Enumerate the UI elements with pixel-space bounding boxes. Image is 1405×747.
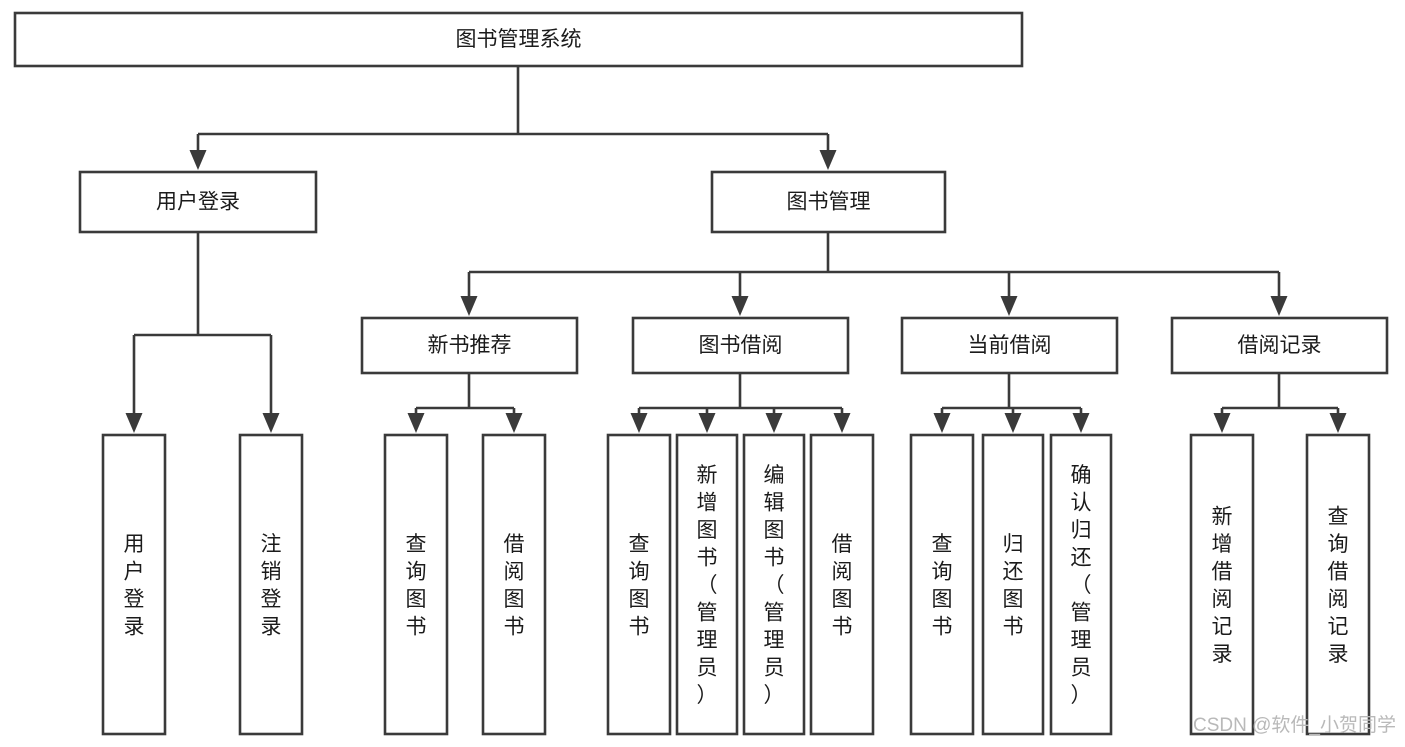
arrow-head-icon	[630, 413, 648, 433]
connector-group	[933, 373, 1090, 433]
arrow-head-icon	[819, 150, 837, 170]
node-leaf-query-borrow-record[interactable]: 查询借阅记录	[1305, 433, 1371, 736]
arrow-head-icon	[1000, 296, 1018, 316]
node-box[interactable]	[238, 433, 304, 736]
node-leaf-return-book[interactable]: 归还图书	[981, 433, 1045, 736]
node-label: 编辑图书（管理员）	[764, 464, 785, 707]
node-label: 新增图书（管理员）	[697, 464, 718, 707]
node-current-borrow[interactable]: 当前借阅	[900, 316, 1119, 375]
node-label: 新增借阅记录	[1212, 506, 1233, 667]
connector-group	[1213, 373, 1347, 433]
arrow-head-icon	[765, 413, 783, 433]
node-leaf-add-book-admin[interactable]: 新增图书（管理员）	[675, 433, 739, 736]
node-box[interactable]	[909, 433, 975, 736]
node-label: 归还图书	[1003, 533, 1024, 639]
node-layer: 图书管理系统用户登录图书管理新书推荐图书借阅当前借阅借阅记录用户登录注销登录查询…	[13, 11, 1389, 736]
node-user-login[interactable]: 用户登录	[78, 170, 318, 234]
arrow-head-icon	[1213, 413, 1231, 433]
node-box[interactable]	[101, 433, 167, 736]
node-label: 查询图书	[629, 533, 650, 639]
node-label: 图书管理	[787, 191, 871, 214]
node-leaf-user-login[interactable]: 用户登录	[101, 433, 167, 736]
node-leaf-edit-book-admin[interactable]: 编辑图书（管理员）	[742, 433, 806, 736]
node-label: 图书借阅	[699, 334, 783, 357]
connector-group	[189, 66, 837, 170]
node-label: 借阅图书	[504, 533, 525, 639]
arrow-head-icon	[698, 413, 716, 433]
node-label: 当前借阅	[968, 334, 1052, 357]
node-leaf-query-book-3[interactable]: 查询图书	[909, 433, 975, 736]
node-leaf-query-book-1[interactable]: 查询图书	[383, 433, 449, 736]
arrow-head-icon	[731, 296, 749, 316]
node-box[interactable]	[78, 170, 318, 234]
node-box[interactable]	[606, 433, 672, 736]
node-box[interactable]	[1170, 316, 1389, 375]
connector-group	[125, 232, 280, 433]
node-book-borrow[interactable]: 图书借阅	[631, 316, 850, 375]
node-root[interactable]: 图书管理系统	[13, 11, 1024, 68]
connector-group	[630, 373, 851, 433]
node-label: 查询借阅记录	[1328, 506, 1349, 667]
node-label: 查询图书	[406, 533, 427, 639]
node-box[interactable]	[742, 433, 806, 736]
node-label: 确认归还（管理员）	[1071, 464, 1092, 707]
csdn-watermark: CSDN @软件_小贺同学	[1193, 714, 1396, 736]
node-leaf-confirm-return-admin[interactable]: 确认归还（管理员）	[1049, 433, 1113, 736]
node-label: 用户登录	[156, 191, 240, 214]
node-box[interactable]	[631, 316, 850, 375]
node-label: 注销登录	[261, 533, 282, 639]
node-label: 借阅记录	[1238, 334, 1322, 357]
node-box[interactable]	[809, 433, 875, 736]
node-leaf-borrow-book-1[interactable]: 借阅图书	[481, 433, 547, 736]
arrow-head-icon	[833, 413, 851, 433]
arrow-head-icon	[1270, 296, 1288, 316]
arrow-head-icon	[1072, 413, 1090, 433]
node-label: 用户登录	[124, 533, 145, 639]
node-box[interactable]	[710, 170, 947, 234]
arrow-head-icon	[505, 413, 523, 433]
node-box[interactable]	[1049, 433, 1113, 736]
node-box[interactable]	[1189, 433, 1255, 736]
node-book-management[interactable]: 图书管理	[710, 170, 947, 234]
node-box[interactable]	[900, 316, 1119, 375]
node-box[interactable]	[13, 11, 1024, 68]
node-label: 借阅图书	[832, 533, 853, 639]
node-label: 查询图书	[932, 533, 953, 639]
arrow-head-icon	[460, 296, 478, 316]
node-leaf-add-borrow-record[interactable]: 新增借阅记录	[1189, 433, 1255, 736]
node-box[interactable]	[981, 433, 1045, 736]
node-leaf-logout[interactable]: 注销登录	[238, 433, 304, 736]
node-new-book-recommend[interactable]: 新书推荐	[360, 316, 579, 375]
connector-layer	[125, 66, 1347, 433]
arrow-head-icon	[262, 413, 280, 433]
node-label: 图书管理系统	[456, 28, 582, 51]
node-box[interactable]	[481, 433, 547, 736]
arrow-head-icon	[407, 413, 425, 433]
node-borrow-record[interactable]: 借阅记录	[1170, 316, 1389, 375]
connector-group	[407, 373, 523, 433]
node-box[interactable]	[383, 433, 449, 736]
arrow-head-icon	[125, 413, 143, 433]
arrow-head-icon	[933, 413, 951, 433]
node-box[interactable]	[675, 433, 739, 736]
connector-group	[460, 232, 1288, 316]
node-leaf-query-book-2[interactable]: 查询图书	[606, 433, 672, 736]
arrow-head-icon	[1004, 413, 1022, 433]
node-label: 新书推荐	[428, 334, 512, 357]
node-box[interactable]	[1305, 433, 1371, 736]
arrow-head-icon	[1329, 413, 1347, 433]
arrow-head-icon	[189, 150, 207, 170]
node-box[interactable]	[360, 316, 579, 375]
node-leaf-borrow-book-2[interactable]: 借阅图书	[809, 433, 875, 736]
